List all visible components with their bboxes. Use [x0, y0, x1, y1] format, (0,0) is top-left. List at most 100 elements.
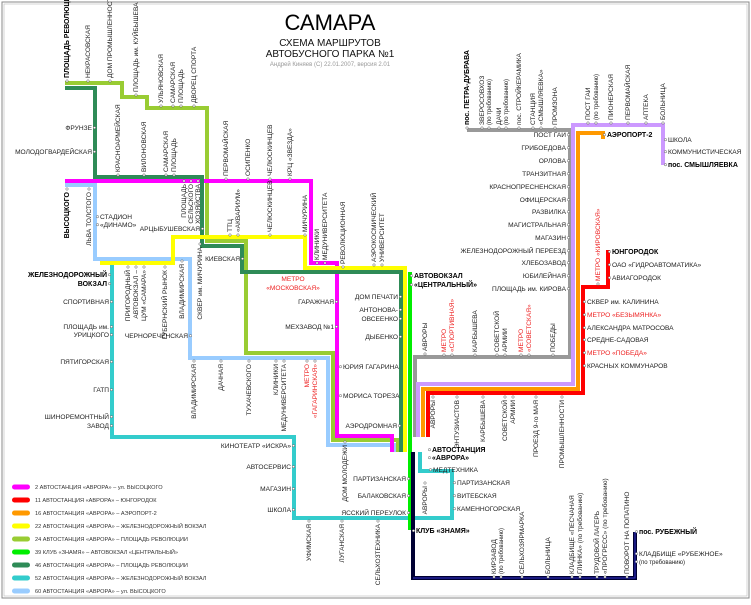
station-label-avtoserv: АВТОСЕРВИС	[246, 464, 291, 471]
station-label-vladim-a: ВЛАДИМИРСКАЯ	[179, 264, 186, 319]
station-label-molod: МОЛОДОГВАРДЕЙСКАЯ	[15, 147, 92, 156]
station-label-aerodrom: АЭРОДРОМНАЯ	[346, 423, 398, 430]
station-label-avrora-1: АВТОСТАНЦИЯ	[432, 447, 485, 454]
station-label-klin-b2: МЕДУНИВЕРСИТЕТА	[281, 363, 288, 431]
station-label-yungorodok: ЮНГОРОДОК	[612, 249, 659, 256]
station-dot	[407, 494, 410, 498]
station-label-matrosova: АЛЕКСАНДРА МАТРОСОВА	[587, 325, 674, 332]
station-dot	[608, 276, 611, 280]
station-dot	[583, 300, 586, 304]
station-label-dom-prom: ДОМ ПРОМЫШЛЕННОСТИ	[107, 0, 114, 78]
station-label-dachi-1: ДАЧИ	[496, 107, 503, 125]
station-dot	[241, 257, 244, 261]
station-dot	[196, 179, 200, 183]
station-dot	[376, 519, 380, 523]
station-dot	[224, 177, 228, 181]
station-dot	[189, 179, 193, 183]
station-dot	[335, 300, 338, 304]
station-label-shinorem-2: ЗАВОД	[87, 423, 110, 430]
station-label-promysh: ПРОМЫШЛЕННОСТИ	[559, 400, 566, 468]
station-dot	[567, 287, 570, 291]
station-dot	[96, 223, 99, 227]
station-dot	[594, 121, 598, 125]
station-label-pesch-1: КЛАДБИЩЕ «ПЕСЧАНАЯ	[569, 495, 576, 574]
station-dot	[65, 79, 69, 83]
legend-swatch-2	[12, 484, 30, 490]
station-dot	[583, 313, 586, 317]
station-dot	[399, 295, 402, 299]
station-label-sov-arm-b1: СОВЕТСКОЙ	[500, 400, 509, 441]
station-dot	[410, 283, 413, 287]
station-label-tranzit: ТРАНЗИТНАЯ	[522, 171, 566, 178]
station-label-krc: КРЦ «ЗВЕЗДА»	[287, 128, 294, 176]
station-dot	[268, 177, 272, 181]
station-label-sam-pl-b1: САМАРСКАЯ	[163, 131, 170, 172]
station-label-m-sov-1: МЕТРО	[518, 329, 525, 352]
station-dot	[246, 177, 250, 181]
station-label-sam-pl-a1: САМАРСКАЯ	[170, 62, 177, 103]
station-label-skver-mich: СКВЕР им. МИЧУРИНА	[197, 246, 204, 319]
station-label-oficer: ОФИЦЕРСКАЯ	[520, 197, 566, 204]
station-dot	[335, 325, 338, 329]
station-label-povorot: ПОВОРОТ НА ПОПАТИНО	[624, 491, 631, 574]
station-dot	[86, 79, 90, 83]
station-label-klin-b1: КЛИНИКИ	[273, 364, 280, 395]
route-line-2	[65, 179, 394, 452]
station-label-avtovokz-1: АВТОВОКЗАЛ	[414, 273, 463, 280]
station-label-krasnoarm: КРАСНОАРМЕЙСКАЯ	[113, 104, 122, 172]
station-dot	[201, 227, 204, 231]
station-dot	[567, 133, 570, 137]
station-dot	[182, 179, 186, 183]
station-dot	[428, 448, 431, 452]
station-label-jd-vokz-2: ВОКЗАЛ	[78, 281, 107, 288]
station-label-osipenko: ОСИПЕНКО	[245, 139, 252, 176]
legend-swatch-52	[12, 575, 30, 581]
station-dot	[423, 352, 427, 356]
station-dot	[93, 126, 96, 130]
station-label-kirzavod-2: (по требованию)	[499, 528, 505, 574]
station-dot	[531, 126, 535, 130]
station-label-m-sport-1: МЕТРО	[441, 329, 448, 352]
station-dot	[305, 359, 309, 363]
station-dot	[159, 104, 163, 108]
station-label-vitebsk: ВИТЕБСКАЯ	[457, 493, 497, 500]
station-dot	[583, 364, 586, 368]
station-label-m-kirov: МЕТРО «КИРОВСКАЯ»	[595, 208, 602, 281]
station-dot	[567, 249, 570, 253]
station-dot	[503, 353, 507, 357]
station-label-bolnica-a: БОЛЬНИЦА	[660, 83, 667, 120]
station-label-sov-arm-a2: АРМИИ	[502, 328, 509, 352]
legend-swatch-16	[12, 510, 30, 516]
station-dot	[603, 575, 607, 579]
station-dot	[519, 353, 523, 357]
legend-label-24: 24 АВТОСТАНЦИЯ «АВРОРА» – ПЛОЩАДЬ РЕВОЛЮ…	[35, 537, 188, 543]
station-dot	[450, 353, 454, 357]
station-label-frunze: ФРУНЗЕ	[65, 125, 92, 132]
station-dot	[567, 236, 570, 240]
station-dot	[492, 575, 496, 579]
station-label-kr-kommun: КРАСНЫХ КОММУНАРОВ	[587, 363, 668, 370]
station-dot	[198, 242, 202, 246]
legend-label-22: 22 АВТОСТАНЦИЯ «АВРОРА» – ЖЕЛЕЗНОДОРОЖНЫ…	[35, 522, 207, 530]
station-dot	[236, 233, 240, 237]
legend-swatch-39	[12, 549, 30, 555]
station-label-st-smysh-2: «СМЫШЛЯЕВКА»	[538, 69, 545, 125]
station-dot	[192, 359, 196, 363]
station-label-trud-1: ТРУДОВОЙ ЛАГЕРЬ	[592, 511, 601, 574]
station-dot	[428, 456, 431, 460]
station-dot	[110, 333, 113, 337]
station-label-antonova-2: ОВСЕЕНКО	[361, 316, 398, 323]
station-label-antonova-1: АНТОНОВА-	[359, 307, 398, 314]
station-label-proezd9: ПРОЕЗД 9-го МАЯ	[533, 400, 540, 457]
station-dot	[292, 487, 295, 491]
station-label-avrory-c: АВРОРЫ	[422, 486, 429, 515]
station-label-jd-pereezd: ЖЕЛЕЗНОДОРОЖНЫЙ ПЕРЕЕЗД	[460, 246, 566, 255]
station-dot	[480, 126, 484, 130]
station-dot	[664, 150, 667, 154]
station-dot	[307, 519, 311, 523]
station-label-gagarina: ЮРИЯ ГАГАРИНА	[343, 364, 399, 371]
map-author: Андрей Киняев (С) 22.01.2007, версия 2.0…	[270, 61, 391, 68]
station-dot	[126, 265, 130, 269]
station-label-entuz: ЭНТУЗИАСТОВ	[454, 399, 461, 448]
